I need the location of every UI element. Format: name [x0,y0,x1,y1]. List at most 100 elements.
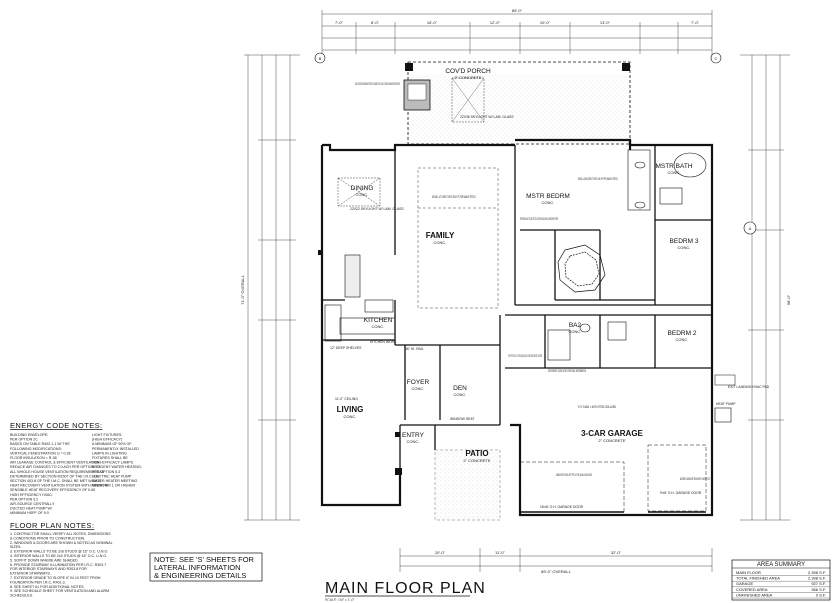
patio-area [434,449,501,521]
floor-note-line: & CONDITIONS PRIOR TO CONSTRUCTION. [10,536,85,540]
label-kitchen: KITCHEN [364,317,393,324]
sub-dining: CONC. [356,192,369,197]
right-dimensions [740,54,790,521]
sub-porch: 2" CONCRETE [454,75,482,80]
left-dimensions [244,54,300,521]
area-row-label: COVERED AREA [736,587,768,592]
floor-notes-lines: 1. CONTRACTOR SHALL VERIFY ALL NOTES, DI… [10,532,113,598]
floor-note-line: FOUNDATION PER I.R.C. R401.3. [10,580,66,584]
energy-note-line: FOLLOWING MODIFICATIONS: [10,447,62,451]
note-garage-door-9: 9'x8' O.H. GARAGE DOOR [660,491,702,495]
energy-note-line: PER OPTION 2C [10,438,38,442]
area-row-label: TOTAL FINISHED AREA [736,576,780,581]
sub-family: CONC. [434,240,447,245]
room-labels: COV'D PORCH 2" CONCRETE DINING CONC. FAM… [337,68,699,463]
dim-overall-top: 89'-0" [512,8,523,13]
energy-note-line: MINIMUM HSPF OF 9.0 [10,511,49,515]
energy-note-right-line: ELECTRIC HEAT PUMP [92,474,132,478]
bottom-dimensions [399,548,713,572]
sub-kitchen: CONC. [372,324,385,329]
energy-note-line: REDUCE AIR CHANGES TO 2.0 ACH PER OPTION… [10,465,100,469]
floor-note-line: 5. SOFFIT DOWN WHERE ARE SHADED. [10,558,79,562]
sub-den: CONC. [454,392,467,397]
dim-top-2: 8'-0" [371,20,380,25]
area-row-value: 2,398 S.F. [808,570,826,575]
dim-top-4: 12'-0" [490,20,501,25]
sub-living: CONC. [344,414,357,419]
label-porch: COV'D PORCH [445,68,491,75]
label-entry: ENTRY [402,432,425,439]
sub-entry: CONC. [407,439,420,444]
note-box-line-3: & ENGINEERING DETAILS [154,571,246,580]
note-attic: PROVIDE MIN. 22"X30" ATTIC ACCESS INSULA… [520,217,558,221]
sub-foyer: CONC. [412,386,425,391]
note-hvac: SEE ENERGY CODE NOTES FOR HVAC INFORMATI… [548,369,586,373]
energy-note-right-line: LAMPS IN LIGHTING [92,451,127,455]
energy-note-right-line: WATER HEATER MEETING [92,479,137,483]
note-heat-pump: HEAT PUMP [716,402,736,406]
grid-marker-c: C [715,56,718,61]
energy-note-line: BUILDING ENVELOPE: [10,433,48,437]
dim-top-7: 7'-0" [691,20,700,25]
area-row-value: 356 S.F. [811,587,826,592]
energy-notes-right-column: LIGHT FIXTURES:(HIGH EFFICACY)A MINIMUM … [92,433,142,488]
note-garage: GARAGE NOTE: INSTALL 5/8" TYPE X GYP BD.… [556,473,592,477]
floor-note-line: EXTERIOR STAIRWAYS. [10,572,51,576]
energy-notes-heading: ENERGY CODE NOTES: [10,421,103,430]
dim-top-5: 10'-0" [540,20,551,25]
floor-note-line: FOR INTERIOR STAIRWAYS AND R303.8 FOR [10,567,87,571]
energy-note-right-line: PERMANENTLY INSTALLED [92,447,139,451]
floor-note-line: 2. WINDOWS & DOORS ARE SHOWN & NOTED AS … [10,541,113,545]
label-master-bedroom: MSTR BEDRM [526,193,570,200]
grid-markers: A B C [314,52,757,235]
note-bollard: 9'-0" DIAM. x 48"H STEEL BOLLARD [578,405,616,409]
energy-note-line: DETERMINED BY SECTION M1507 OF THE I.R.C… [10,474,100,478]
energy-note-line: PER OPTION 3.2 [10,497,38,501]
energy-note-right-line: FIXTURES SHALL BE [92,456,128,460]
energy-note-right-line: EFFICIENT WATER HEATING: [92,465,142,469]
energy-note-line: SENSIBLE HEAT RECOVERY EFFICIENCY OF 0.6… [10,488,95,492]
energy-note-line: HEAT RECOVERY VENTILATION SYSTEM WITH MI… [10,484,108,488]
note-exit-landing: EXIT LANDING HVAC PAD [728,385,770,389]
annotations: INSTALL 36" WIDE WOOD BURNING METAL FIRE… [330,82,770,509]
note-dining-skylight: 22X22 SKYLIGHT W/ LAM. GLASS [350,207,404,211]
area-row-label: UNFINISHED AREA [736,592,773,597]
grid-marker-b: B [319,56,322,61]
note-box-line-1: NOTE: SEE 'S' SHEETS FOR [154,555,255,564]
note-rail: 36" HI. RAIL [405,347,424,351]
dim-top-3: 16'-0" [427,20,438,25]
top-dimensions [321,10,713,60]
sub-master-bedroom: CONC. [542,200,555,205]
garage-doors [519,444,707,513]
sub-bedroom-2: CONC. [676,337,689,342]
energy-note-right-line: A MINIMUM OF 90% OF [92,442,132,446]
label-bath-2: BA2 [569,322,582,329]
note-ceiling: 11'-0" CEILING [335,397,358,401]
dim-overall-left: 71'-0" OVERALL [240,274,245,305]
covered-porch [403,61,631,145]
area-row-label: MAIN FLOOR [736,570,761,575]
plan-title: MAIN FLOOR PLAN [325,580,486,597]
sub-master-bath: CONC. [668,170,681,175]
note-mstr-fp: INSTALL GAS DIRECT VENT GAS F.P. PER MAN… [578,177,618,181]
note-garage-door-16: 16'x8' O.H. GARAGE DOOR [540,505,584,509]
energy-note-right-line: NEEA TIER 1 OR HIGHER [92,484,135,488]
energy-note-right-line: PER OPTION 5.3 [92,470,120,474]
sub-garage: 2" CONCRETE [598,438,626,443]
note-shelves: 12" DEEP SHELVES [330,346,362,350]
column-posts [318,250,402,475]
note-solid-door: TIGHT FITTING 1-3/4" THICK (MIN.) SOLID … [508,354,542,358]
area-row-value: 2,398 S.F. [808,576,826,581]
label-family: FAMILY [426,231,455,240]
energy-note-line: ALL WHOLE HOUSE VENTILATION REQUIREMENTS… [10,470,105,474]
label-patio: PATIO [465,449,488,458]
label-garage: 3-CAR GARAGE [581,429,643,438]
note-box-line-2: LATERAL INFORMATION [154,563,241,572]
kitchen-casework [324,254,396,342]
sub-bath-2: CONC. [569,329,582,334]
engineering-note-box: NOTE: SEE 'S' SHEETS FOR LATERAL INFORMA… [149,552,263,582]
energy-note-line: AIR-SOURCE CENTRALLY [10,502,55,506]
energy-note-line: DUCTED HEAT PUMP W/ [10,507,52,511]
